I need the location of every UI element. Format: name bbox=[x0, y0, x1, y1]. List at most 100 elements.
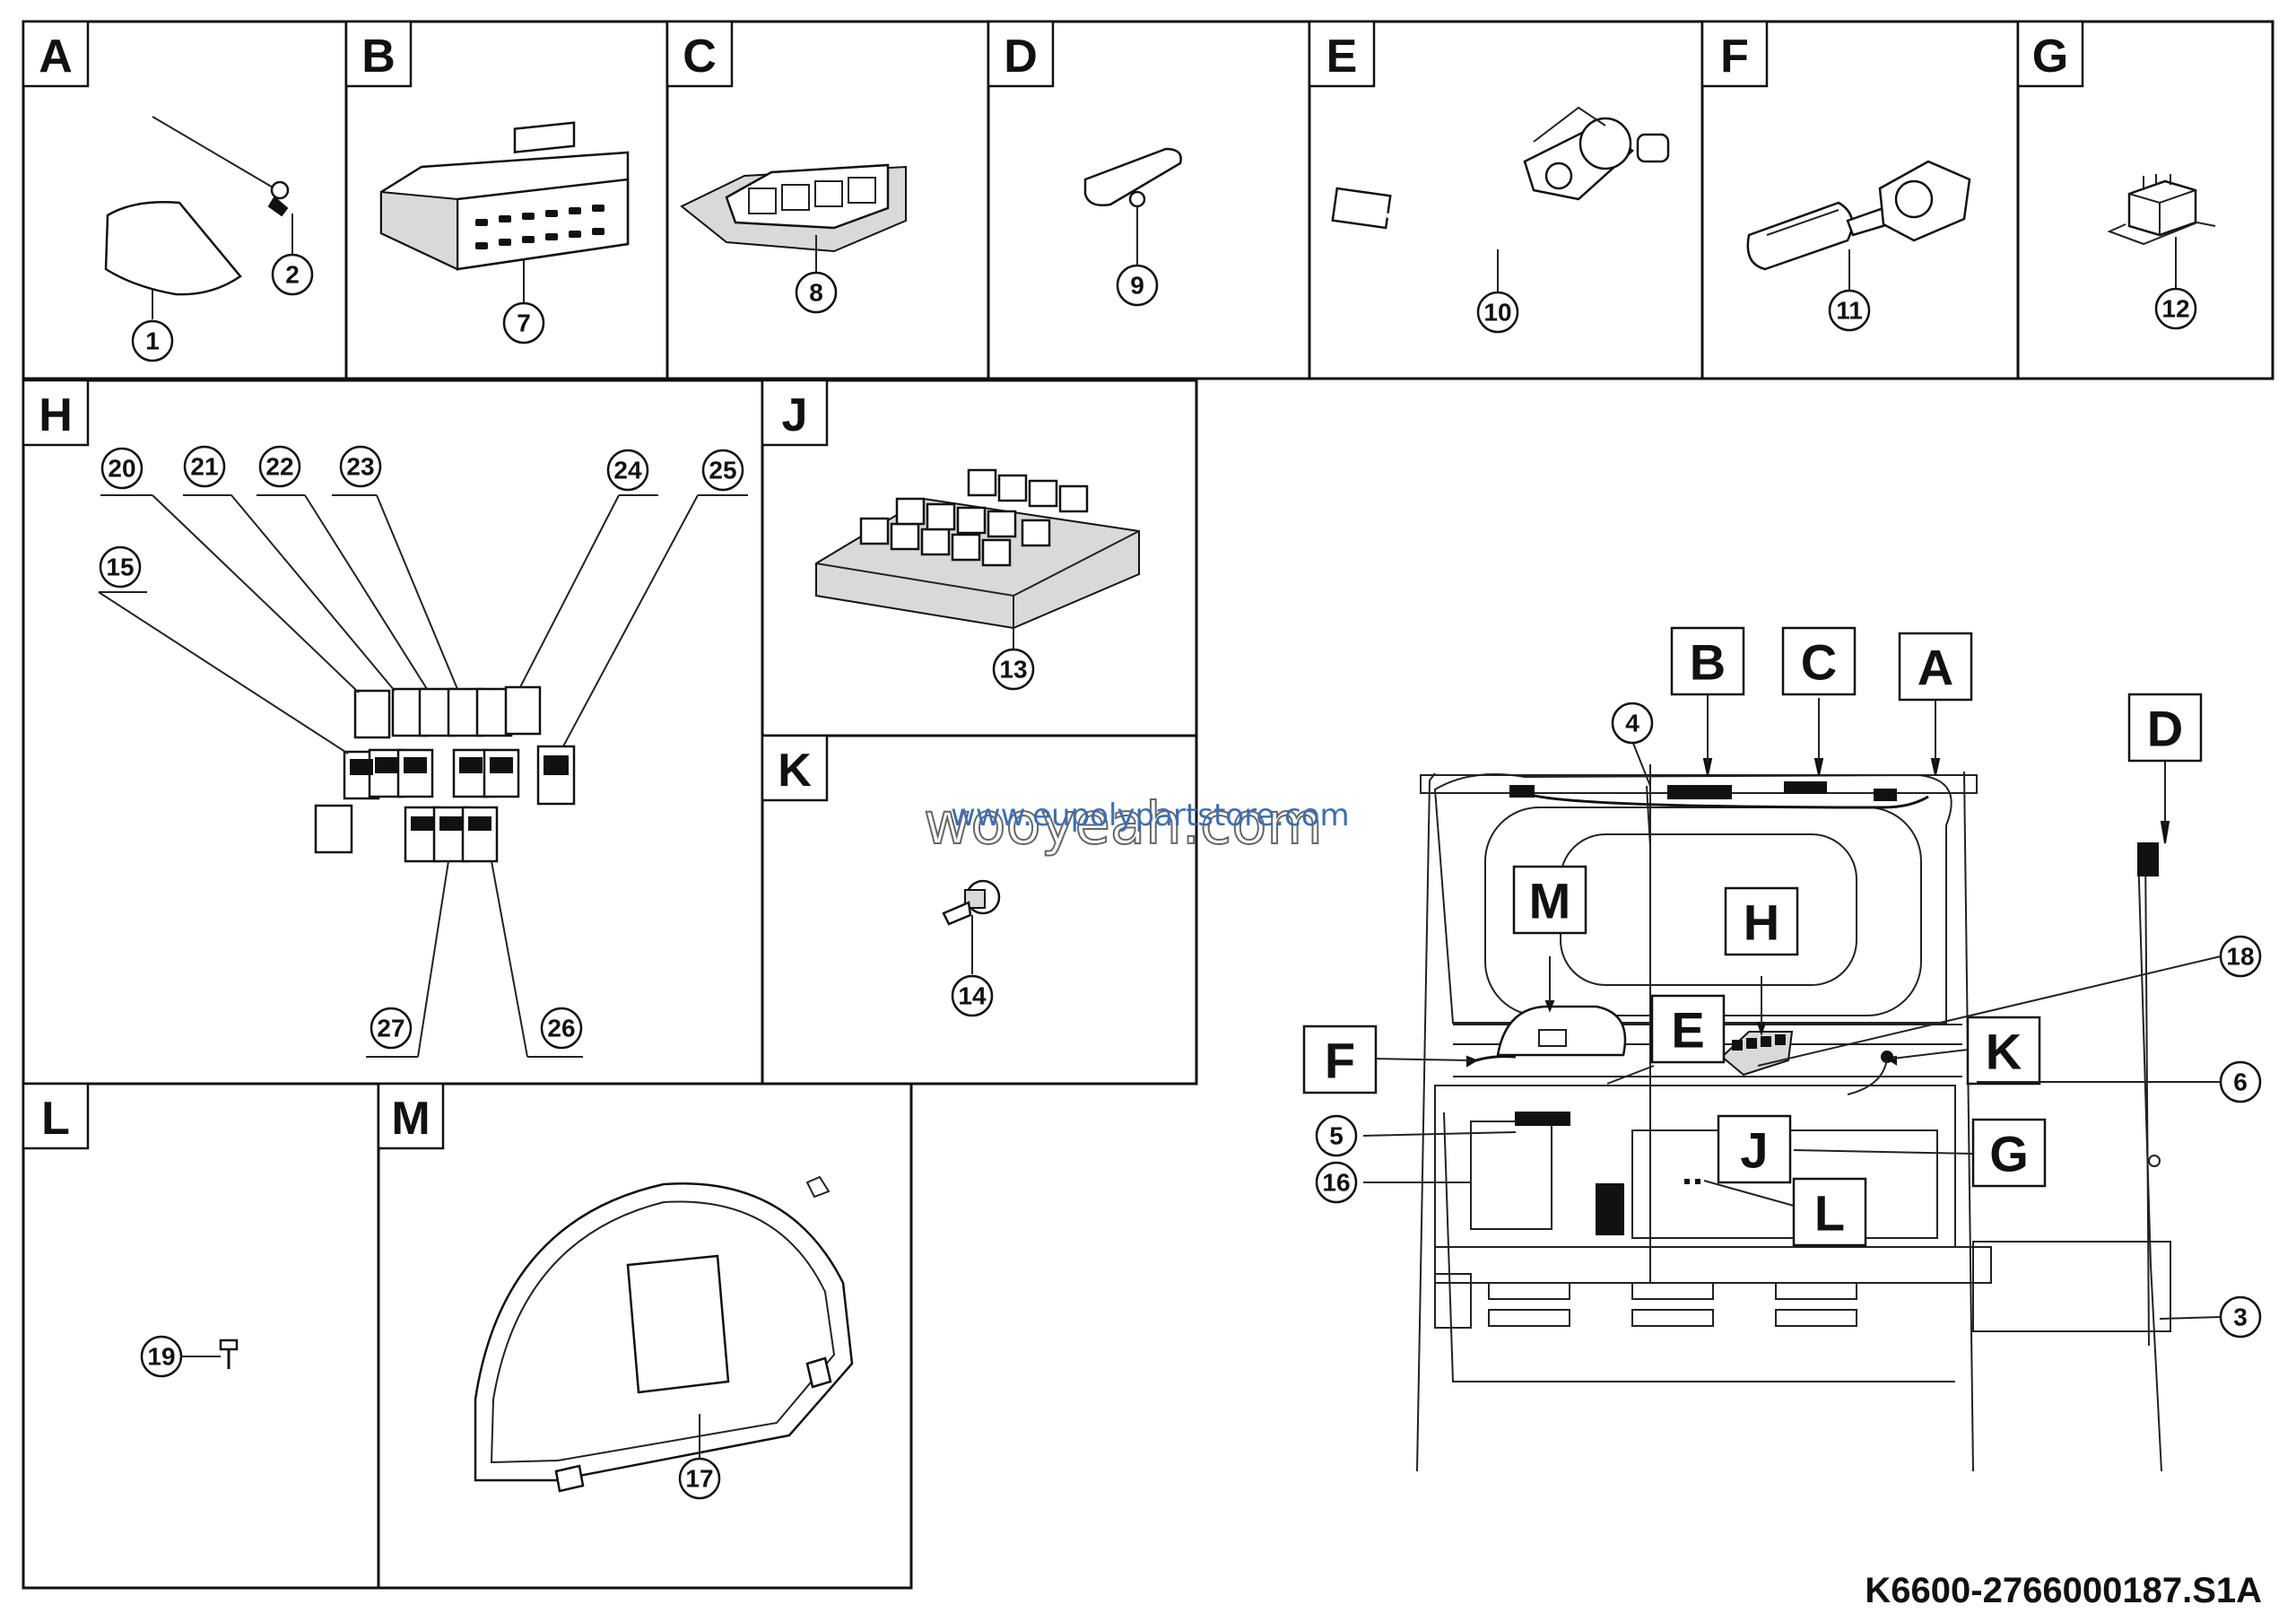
stalk-switch-drawing bbox=[1746, 201, 1854, 271]
part-1-label: 1 bbox=[131, 319, 174, 362]
callout-labels: B C A D M H E F K J G L bbox=[1302, 626, 2203, 1247]
callout-c: C bbox=[1781, 626, 1857, 696]
part-14-label: 14 bbox=[951, 974, 994, 1017]
svg-text:2: 2 bbox=[285, 261, 300, 289]
svg-text:A: A bbox=[39, 31, 73, 83]
panel-k-parts bbox=[942, 879, 1001, 974]
svg-text:wooyeah.com: wooyeah.com bbox=[924, 791, 1323, 858]
svg-text:F: F bbox=[1720, 31, 1749, 83]
connector-drawing bbox=[1331, 187, 1392, 230]
panel-label-m: M bbox=[377, 1082, 445, 1150]
part-23-label: 23 bbox=[339, 445, 382, 488]
svg-text:27: 27 bbox=[377, 1015, 404, 1042]
panel-label-j: J bbox=[761, 379, 829, 447]
svg-text:7: 7 bbox=[517, 310, 531, 337]
svg-text:www.eupolypartstore.com: www.eupolypartstore.com bbox=[951, 798, 1350, 833]
svg-text:E: E bbox=[1326, 31, 1358, 83]
callout-leaders bbox=[1371, 694, 2170, 1207]
svg-text:24: 24 bbox=[613, 457, 642, 484]
part-20-label: 20 bbox=[100, 447, 144, 490]
callout-e: E bbox=[1650, 994, 1726, 1064]
callout-d: D bbox=[2127, 693, 2203, 763]
main-number-leaders bbox=[1362, 740, 2222, 1320]
svg-text:D: D bbox=[2147, 701, 2183, 757]
svg-text:B: B bbox=[361, 31, 396, 83]
svg-text:E: E bbox=[1671, 1002, 1704, 1059]
panel-h-parts bbox=[98, 494, 748, 1058]
svg-text:14: 14 bbox=[958, 982, 987, 1010]
callout-f: F bbox=[1302, 1025, 1378, 1094]
panel-label-f: F bbox=[1700, 20, 1769, 88]
panel-label-l: L bbox=[22, 1082, 90, 1150]
part-15-label: 15 bbox=[99, 545, 142, 589]
svg-text:23: 23 bbox=[346, 453, 374, 481]
part-19-label: 19 bbox=[140, 1335, 183, 1378]
svg-text:19: 19 bbox=[147, 1343, 175, 1371]
svg-text:12: 12 bbox=[2161, 295, 2189, 323]
svg-text:9: 9 bbox=[1130, 272, 1144, 300]
svg-text:13: 13 bbox=[999, 656, 1027, 684]
svg-text:11: 11 bbox=[1836, 297, 1863, 325]
panel-c-parts bbox=[680, 163, 907, 273]
svg-text:22: 22 bbox=[265, 453, 293, 481]
callout-g: G bbox=[1971, 1118, 2047, 1188]
svg-text:J: J bbox=[1740, 1122, 1768, 1179]
panel-a-parts bbox=[104, 116, 293, 319]
part-9-label: 9 bbox=[1116, 264, 1159, 307]
part-26-label: 26 bbox=[540, 1007, 583, 1050]
panel-b-parts bbox=[379, 121, 630, 303]
svg-text:J: J bbox=[782, 389, 808, 441]
lamp-drawing bbox=[1083, 147, 1182, 206]
svg-text:8: 8 bbox=[809, 279, 823, 307]
svg-text:17: 17 bbox=[685, 1465, 713, 1493]
part-11-label: 11 bbox=[1828, 289, 1871, 332]
screw-drawing bbox=[219, 1339, 239, 1351]
cab-view-drawing bbox=[1416, 764, 2171, 1472]
panel-label-g: G bbox=[2016, 20, 2084, 88]
part-16-label: 16 bbox=[1315, 1161, 1358, 1204]
svg-text:B: B bbox=[1690, 634, 1726, 691]
part-12-label: 12 bbox=[2154, 287, 2197, 330]
part-10-label: 10 bbox=[1476, 291, 1519, 334]
part-18-label: 18 bbox=[2219, 935, 2262, 978]
panel-label-b: B bbox=[344, 20, 413, 88]
callout-j: J bbox=[1717, 1114, 1792, 1184]
callout-b: B bbox=[1670, 626, 1745, 696]
svg-text:K: K bbox=[778, 745, 812, 797]
panel-f-parts bbox=[1746, 160, 1971, 292]
svg-text:4: 4 bbox=[1625, 710, 1639, 737]
part-8-label: 8 bbox=[795, 271, 838, 314]
svg-text:25: 25 bbox=[709, 457, 736, 484]
part-5-label: 5 bbox=[1315, 1114, 1358, 1157]
part-3-label: 3 bbox=[2219, 1295, 2262, 1339]
callout-a: A bbox=[1898, 632, 1973, 702]
panel-labels: A B C D E F G H J K L M bbox=[22, 20, 2084, 1150]
svg-text:L: L bbox=[1814, 1185, 1845, 1242]
document-id: K6600-2766000187.S1A bbox=[1865, 1571, 2262, 1610]
panel-e-parts bbox=[1331, 106, 1670, 292]
part-4-label: 4 bbox=[1611, 702, 1654, 745]
svg-text:6: 6 bbox=[2233, 1068, 2248, 1096]
part-17-label: 17 bbox=[678, 1457, 721, 1500]
shift-knob-drawing bbox=[104, 201, 242, 296]
part-number-labels: 1 2 7 8 9 10 11 12 20 21 22 23 24 25 15 … bbox=[99, 253, 2262, 1500]
svg-text:K: K bbox=[1986, 1024, 2022, 1080]
panel-label-c: C bbox=[665, 20, 734, 88]
svg-text:C: C bbox=[683, 31, 717, 83]
svg-text:C: C bbox=[1801, 634, 1837, 691]
svg-text:A: A bbox=[1918, 640, 1953, 696]
watermark: wooyeah.com www.eupolypartstore.com bbox=[923, 790, 1350, 859]
svg-text:10: 10 bbox=[1483, 299, 1511, 327]
panel-label-d: D bbox=[987, 20, 1055, 88]
callout-m: M bbox=[1512, 865, 1587, 935]
part-25-label: 25 bbox=[701, 449, 744, 492]
svg-text:1: 1 bbox=[145, 327, 160, 355]
svg-text:H: H bbox=[39, 389, 73, 441]
panel-label-k: K bbox=[761, 734, 829, 802]
svg-text:M: M bbox=[1529, 873, 1571, 929]
callout-l: L bbox=[1792, 1177, 1867, 1247]
part-22-label: 22 bbox=[258, 445, 301, 488]
part-13-label: 13 bbox=[992, 648, 1035, 691]
svg-text:21: 21 bbox=[190, 453, 218, 481]
